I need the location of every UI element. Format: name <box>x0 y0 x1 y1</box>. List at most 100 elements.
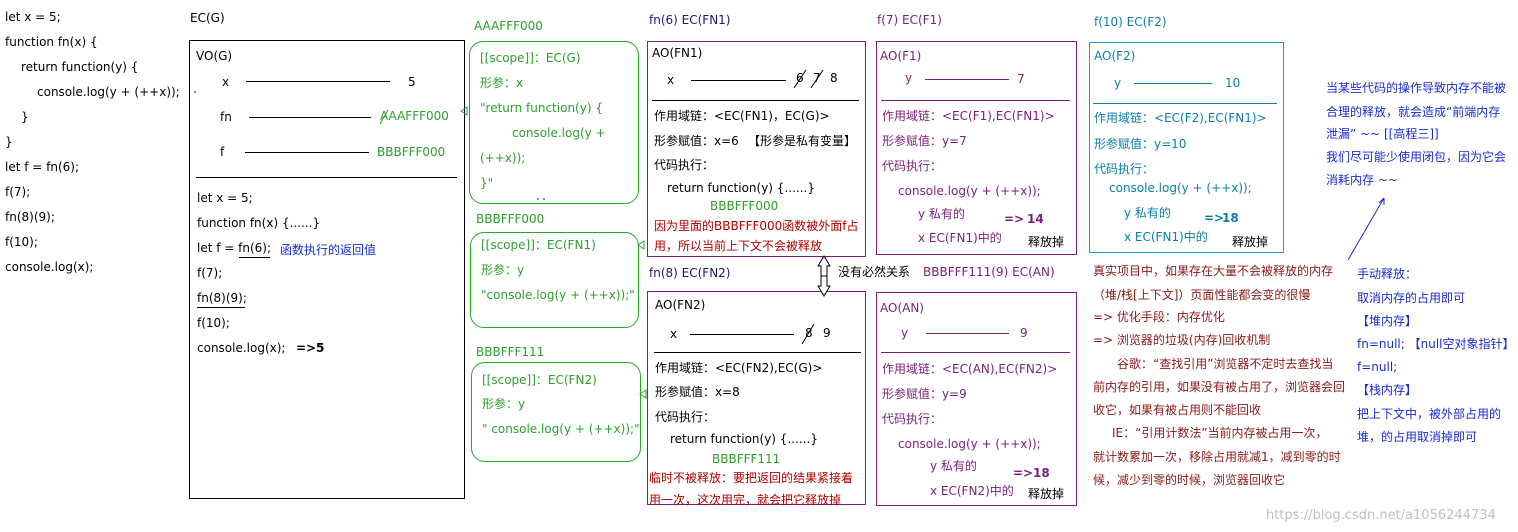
ao-value: 8 <box>830 71 838 85</box>
own-var: y 私有的 <box>918 207 965 221</box>
note-line: 【堆内存】 <box>1357 314 1418 328</box>
ao-var: x <box>667 73 675 87</box>
ao-var: y <box>905 71 913 85</box>
heap-body: console.log(y + <box>512 126 606 140</box>
an-box <box>876 292 1077 506</box>
exec-label: 代码执行： <box>655 410 716 424</box>
note-line: => 优化手段：内存优化 <box>1093 310 1225 324</box>
note-line: 把上下文中，被外部占用的 <box>1357 407 1502 421</box>
ao-value-old: 6 <box>796 71 804 85</box>
note-line: f=null; <box>1357 360 1398 374</box>
code-line: f(7); <box>5 185 31 199</box>
divider <box>1093 103 1277 104</box>
return-line: return function(y) {......} <box>667 181 815 195</box>
note-line: 取消内存的占用即可 <box>1357 291 1466 305</box>
code-line: console.log(x); <box>5 260 94 274</box>
ao-value: 9 <box>823 326 831 340</box>
fn2-title: fn(8) EC(FN2) <box>649 266 731 280</box>
divider <box>652 100 859 101</box>
down-arrow-icon <box>817 275 831 297</box>
scope-chain: 作用域链：<EC(AN),EC(FN2)> <box>882 362 1058 376</box>
note-line: IE：“引用计数法”当前内存被占用一次， <box>1112 426 1328 440</box>
note-line: 堆，的占用取消掉即可 <box>1357 430 1478 444</box>
log-line: console.log(y + (++x)); <box>898 437 1041 451</box>
var-name: x <box>222 75 230 89</box>
underline <box>239 257 270 258</box>
exec-line: fn(8)(9); <box>197 291 247 305</box>
release-label: 释放掉 <box>1028 235 1065 249</box>
ao-var: y <box>901 326 909 340</box>
return-addr: BBBFFF000 <box>710 199 779 213</box>
heap-bbb0-box <box>470 232 639 328</box>
log-line: console.log(y + (++x)); <box>1109 181 1252 195</box>
exec-label: 代码执行： <box>1094 162 1155 176</box>
ao-line <box>926 333 1009 334</box>
release-label: 释放掉 <box>1028 487 1065 501</box>
other-var: x EC(FN1)中的 <box>918 231 1002 245</box>
heap-title: AAAFFF000 <box>474 19 543 33</box>
heap-param: 形参：x <box>480 76 524 90</box>
ao-value: 9 <box>1020 326 1028 340</box>
note-line: 泄漏” ~~ [[高程三]] <box>1326 127 1439 141</box>
up-arrow-icon <box>817 255 831 277</box>
result-arrow: => <box>296 341 317 355</box>
ao-label: AO(F2) <box>1094 49 1136 63</box>
ao-label: AO(FN1) <box>652 46 703 60</box>
log-line: console.log(y + (++x)); <box>898 184 1041 198</box>
divider <box>881 352 1070 353</box>
var-name: fn <box>220 110 232 124</box>
other-var: x EC(FN2)中的 <box>930 484 1014 498</box>
divider <box>881 100 1070 101</box>
scope-chain: 作用域链：<EC(F1),EC(FN1)> <box>882 109 1055 123</box>
code-line: let x = 5; <box>5 10 61 24</box>
code-line: f(10); <box>5 235 38 249</box>
strike-line <box>801 323 815 345</box>
strike-line <box>379 109 389 125</box>
note-line: fn=null; 【null空对象指针】 <box>1357 337 1515 351</box>
heap-aaa-box <box>469 41 639 204</box>
scope-chain: 作用域链：<EC(FN2),EC(G)> <box>655 361 823 375</box>
note-line: => 浏览器的垃圾(内存)回收机制 <box>1093 333 1271 347</box>
exec-line: f(7); <box>197 266 223 280</box>
exec-line: let x = 5; <box>197 191 253 205</box>
code-line: fn(8)(9); <box>5 210 55 224</box>
ao-line <box>690 334 794 335</box>
heap-bbb1-box <box>471 362 641 462</box>
heap-body: "console.log(y + (++x));" <box>481 288 635 302</box>
an-title: BBBFFF111(9) EC(AN) <box>923 265 1055 279</box>
arrowhead-icon <box>1378 197 1385 205</box>
note-line: 当某些代码的操作导致内存不能被 <box>1326 81 1507 95</box>
ao-value-old: 7 <box>813 71 821 85</box>
param-assign: 形参赋值：y=10 <box>1094 137 1187 151</box>
note-line: （堆/栈[上下文]）页面性能都会变的很慢 <box>1093 288 1311 302</box>
heap-scope: [[scope]]：EC(G) <box>480 51 581 65</box>
var-value: 5 <box>408 75 416 89</box>
fn2-note: 临时不被释放：要把返回的结果紧接着 <box>649 471 854 485</box>
ao-label: AO(AN) <box>880 301 924 315</box>
relation-label: 没有必然关系 <box>838 265 911 279</box>
strike-line <box>793 69 807 89</box>
exec-label: 代码执行： <box>882 412 943 426</box>
other-var: x EC(FN1)中的 <box>1124 230 1208 244</box>
ecg-title: EC(G) <box>190 11 225 25</box>
f2-box <box>1089 42 1284 253</box>
var-value: BBBFFF000 <box>377 145 446 159</box>
own-var: y 私有的 <box>930 459 977 473</box>
f1-box <box>876 41 1077 255</box>
scope-chain: 作用域链：<EC(FN1)，EC(G)> <box>654 109 830 123</box>
ecg-box <box>189 40 465 499</box>
ao-line <box>691 80 786 81</box>
result-value: 18 <box>1222 211 1239 225</box>
ao-label: AO(FN2) <box>655 298 706 312</box>
code-line: } <box>5 135 13 149</box>
scope-chain: 作用域链：<EC(F2),EC(FN1)> <box>1094 111 1267 125</box>
param-assign: 形参赋值：y=9 <box>882 387 967 401</box>
code-line: let f = fn(6); <box>5 160 80 174</box>
code-line: console.log(y + (++x)); <box>37 85 180 99</box>
param-note: 【形参是私有变量】 <box>748 134 857 148</box>
note-line: 前内存的引用，如果没有被占用了，浏览器会回 <box>1093 380 1346 394</box>
var-value: AAAFFF000 <box>380 109 449 123</box>
fn2-note: 用一次，这次用完，就会把它释放掉 <box>649 493 842 507</box>
return-line: return function(y) {......} <box>670 432 818 446</box>
exec-label: 代码执行： <box>654 158 715 172</box>
